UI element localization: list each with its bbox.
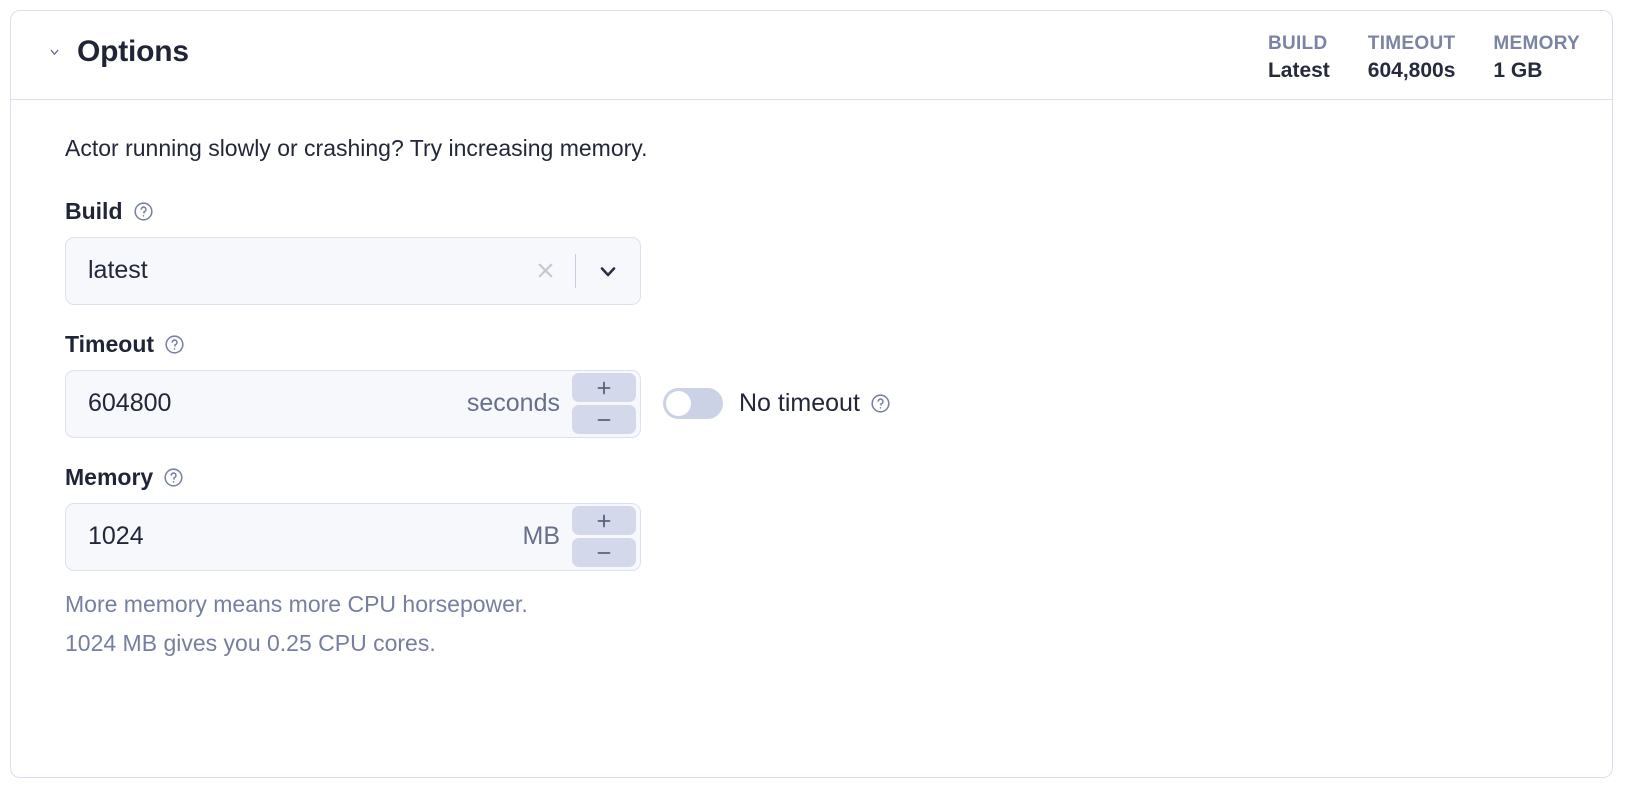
help-circle-icon[interactable] — [133, 201, 154, 222]
chevron-down-icon[interactable] — [588, 259, 628, 283]
memory-decrement-button[interactable] — [572, 538, 636, 568]
select-divider — [574, 253, 576, 288]
timeout-control-row: 604800 seconds — [65, 369, 1588, 438]
memory-increment-button[interactable] — [572, 506, 636, 536]
no-timeout-group: No timeout — [663, 388, 891, 420]
help-circle-icon[interactable] — [164, 334, 185, 355]
field-timeout: Timeout 604800 seconds — [65, 331, 1588, 438]
stat-timeout-label: TIMEOUT — [1367, 33, 1456, 54]
chevron-down-icon[interactable] — [35, 39, 61, 65]
panel-header-stats: BUILD Latest TIMEOUT 604,800s MEMORY 1 G… — [1268, 33, 1612, 83]
options-panel-body: Actor running slowly or crashing? Try in… — [11, 100, 1612, 662]
help-circle-icon[interactable] — [870, 393, 891, 414]
build-control-row: latest — [65, 236, 1588, 305]
build-select[interactable]: latest — [65, 236, 641, 305]
panel-header-left: Options — [11, 37, 189, 67]
memory-helper-text: More memory means more CPU horsepower. 1… — [65, 585, 1588, 662]
timeout-unit-label: seconds — [466, 389, 560, 418]
help-circle-icon[interactable] — [163, 467, 184, 488]
memory-unit-label: MB — [522, 522, 561, 551]
stat-memory-value: 1 GB — [1493, 58, 1543, 82]
stat-timeout: TIMEOUT 604,800s — [1368, 33, 1456, 83]
intro-text: Actor running slowly or crashing? Try in… — [65, 135, 648, 161]
build-label-row: Build — [65, 198, 1588, 225]
memory-helper-line-2: 1024 MB gives you 0.25 CPU cores. — [65, 629, 436, 656]
memory-input-group: 1024 MB — [65, 502, 641, 571]
timeout-increment-button[interactable] — [572, 373, 636, 403]
timeout-decrement-button[interactable] — [572, 405, 636, 435]
timeout-input[interactable]: 604800 — [88, 389, 172, 418]
stat-build-value: Latest — [1267, 58, 1330, 82]
build-label: Build — [65, 197, 123, 224]
memory-label: Memory — [65, 463, 154, 490]
memory-stepper — [572, 506, 640, 568]
memory-control-row: 1024 MB — [65, 502, 1588, 571]
stat-memory-label: MEMORY — [1493, 33, 1580, 54]
field-memory: Memory 1024 MB — [65, 464, 1588, 662]
field-build: Build latest — [65, 198, 1588, 305]
toggle-knob — [666, 391, 691, 417]
no-timeout-label-row: No timeout — [739, 391, 891, 416]
no-timeout-toggle[interactable] — [663, 388, 723, 420]
options-panel-header: Options BUILD Latest TIMEOUT 604,800s ME… — [11, 11, 1612, 100]
build-selected-value: latest — [88, 256, 148, 285]
timeout-label-row: Timeout — [65, 331, 1588, 358]
stat-build-label: BUILD — [1267, 33, 1328, 54]
no-timeout-label: No timeout — [739, 389, 860, 418]
stat-build: BUILD Latest — [1268, 33, 1330, 83]
timeout-stepper — [572, 373, 640, 435]
memory-input[interactable]: 1024 — [88, 522, 144, 551]
close-icon[interactable] — [529, 259, 563, 282]
page-title: Options — [77, 35, 189, 68]
stat-memory: MEMORY 1 GB — [1493, 33, 1580, 83]
stat-timeout-value: 604,800s — [1367, 58, 1456, 82]
options-panel: Options BUILD Latest TIMEOUT 604,800s ME… — [10, 10, 1613, 778]
memory-helper-line-1: More memory means more CPU horsepower. — [65, 590, 528, 617]
memory-label-row: Memory — [65, 464, 1588, 491]
timeout-input-group: 604800 seconds — [65, 369, 641, 438]
timeout-label: Timeout — [65, 330, 155, 357]
